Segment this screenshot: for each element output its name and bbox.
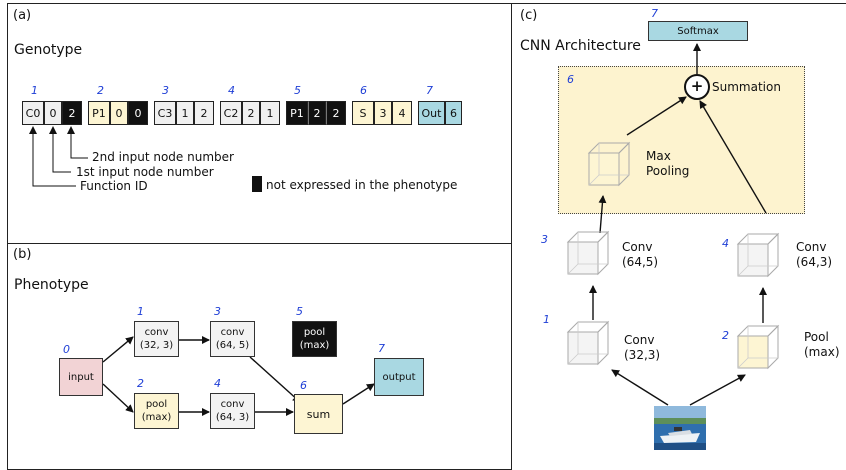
not-expressed-legend: not expressed in the phenotype	[266, 178, 458, 192]
conv-32-3-cube	[567, 321, 609, 365]
gene-index-1: 1	[31, 84, 38, 97]
node-index-5: 5	[296, 305, 303, 318]
residual-block-highlight	[558, 66, 805, 214]
cnn-architecture-title: CNN Architecture	[520, 38, 641, 54]
pool-max-label: Pool (max)	[804, 330, 840, 359]
gene-index-7: 7	[426, 84, 433, 97]
conv4-index: 4	[722, 237, 729, 250]
conv-32-3-label: Conv (32,3)	[624, 333, 661, 362]
panel-c-label: (c)	[520, 8, 538, 23]
gene-3-input-2: 2	[194, 101, 214, 125]
input-boat-image	[654, 406, 706, 450]
conv-64-3-cube	[737, 233, 779, 277]
function-id-annotation: Function ID	[80, 179, 148, 193]
conv-64-5-cube	[567, 231, 609, 275]
summation-label: Summation	[712, 80, 781, 94]
panel-a-label: (a)	[13, 8, 32, 23]
pool-max-node: pool (max)	[134, 393, 179, 429]
softmax-index: 7	[651, 7, 658, 20]
node-index-1: 1	[137, 305, 144, 318]
gene-6-input-1: 3	[374, 101, 392, 125]
node-index-2: 2	[137, 377, 144, 390]
gene-5-input-1: 2	[308, 101, 326, 125]
cnn-architecture-panel	[512, 3, 846, 470]
summation-symbol: +	[690, 77, 704, 95]
not-expressed-swatch	[252, 176, 262, 192]
node-index-6: 6	[300, 379, 307, 392]
gene-4-function: C2	[220, 101, 242, 125]
first-input-annotation: 1st input node number	[76, 165, 214, 179]
gene-1-function: C0	[22, 101, 44, 125]
conv3-index: 3	[541, 233, 548, 246]
conv-64-5-node: conv (64, 5)	[210, 321, 255, 357]
phenotype-title: Phenotype	[14, 277, 89, 293]
pool2-index: 2	[722, 329, 729, 342]
gene-index-3: 3	[162, 84, 169, 97]
conv-64-3-label: Conv (64,3)	[796, 240, 833, 269]
input-node: input	[59, 358, 103, 396]
gene-7-function: Out	[418, 101, 445, 125]
unused-pool-node: pool (max)	[292, 321, 337, 357]
gene-6-input-2: 4	[392, 101, 412, 125]
gene-1-input-1: 0	[44, 101, 62, 125]
node-index-3: 3	[214, 305, 221, 318]
gene-7-input-1: 6	[445, 101, 462, 125]
conv-64-3-node: conv (64, 3)	[210, 393, 255, 429]
gene-2-function: P1	[88, 101, 110, 125]
conv-32-3-node: conv (32, 3)	[134, 321, 179, 357]
sum-node: sum	[294, 394, 343, 434]
second-input-annotation: 2nd input node number	[92, 150, 234, 164]
pool-max-cube	[737, 325, 779, 369]
gene-1-input-2: 2	[62, 101, 82, 125]
gene-index-4: 4	[228, 84, 235, 97]
genotype-panel	[7, 3, 512, 243]
node-index-4: 4	[214, 377, 221, 390]
max-pooling-label: Max Pooling	[646, 149, 690, 178]
gene-2-input-1: 0	[110, 101, 128, 125]
panel-b-label: (b)	[13, 247, 32, 262]
gene-index-2: 2	[97, 84, 104, 97]
gene-4-input-2: 1	[260, 101, 280, 125]
conv-64-5-label: Conv (64,5)	[622, 240, 659, 269]
gene-6-function: S	[352, 101, 374, 125]
softmax-layer: Softmax	[648, 21, 748, 41]
summation-circle	[684, 74, 710, 100]
max-pooling-cube	[588, 142, 630, 186]
gene-index-5: 5	[294, 84, 301, 97]
gene-4-input-1: 2	[242, 101, 260, 125]
gene-3-function: C3	[154, 101, 176, 125]
gene-2-input-2: 0	[128, 101, 148, 125]
gene-3-input-1: 1	[176, 101, 194, 125]
output-node: output	[374, 358, 424, 396]
gene-5-input-2: 2	[326, 101, 346, 125]
summation-index: 6	[567, 73, 574, 86]
genotype-title: Genotype	[14, 42, 83, 58]
node-index-0: 0	[63, 343, 70, 356]
node-index-7: 7	[378, 342, 385, 355]
conv1-index: 1	[543, 313, 550, 326]
gene-5-function: P1	[286, 101, 308, 125]
gene-index-6: 6	[360, 84, 367, 97]
